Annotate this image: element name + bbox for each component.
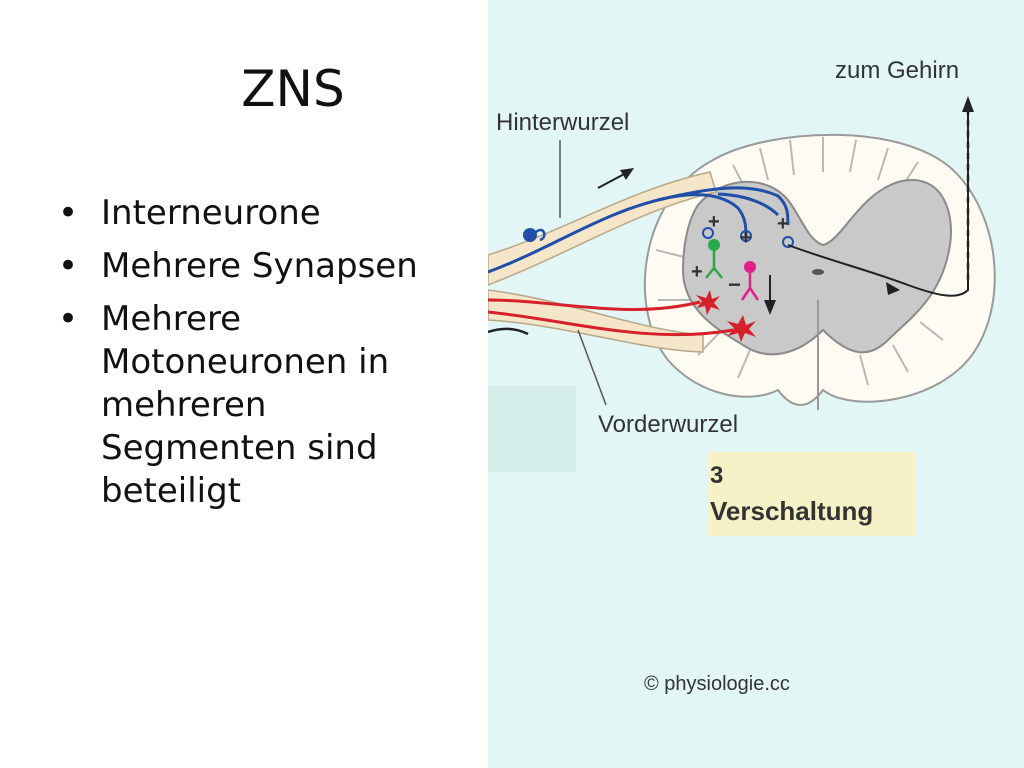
ventral-root-pointer: [577, 329, 607, 406]
motoneuron-icon: [727, 315, 756, 342]
ganglion-process: [535, 228, 546, 242]
slide-title: ZNS: [241, 60, 345, 118]
afferent-fiber: [488, 186, 790, 274]
label-to-brain: zum Gehirn: [835, 57, 959, 84]
bullet-item: • Mehrere Synapsen: [58, 245, 458, 288]
motoneuron-icon: [696, 290, 720, 315]
motoneurons: [696, 290, 756, 342]
bullet-list: • Interneurone • Mehrere Synapsen • Mehrere…: [58, 192, 458, 523]
up-arrow-icon: [962, 96, 974, 112]
caption-number: 3: [710, 462, 723, 489]
synapse-terminal: [782, 236, 794, 248]
fiber-stub: [488, 327, 529, 336]
interneuron-axon: [705, 251, 723, 279]
dorsal-ganglion-cell: [523, 228, 537, 242]
bullet-item: • Mehrere Motoneuronen in mehreren Segmen…: [58, 298, 458, 513]
caption-text: Verschaltung: [710, 496, 873, 526]
bullet-icon: •: [58, 193, 79, 233]
synapse-terminal: [740, 230, 752, 242]
excitatory-interneuron: [708, 239, 720, 251]
arrow-head-icon: [620, 168, 634, 180]
spinal-cord-figure: + + + + − zum Gehirn Hinterwurzel Vorder…: [488, 0, 1024, 768]
bullet-icon: •: [58, 299, 79, 339]
bullet-text: Interneurone: [101, 193, 321, 233]
inhibitory-interneuron: [744, 261, 756, 273]
label-dorsal-root: Hinterwurzel: [496, 109, 629, 136]
grey-matter: [681, 179, 952, 356]
bullet-text: Mehrere Synapsen: [101, 246, 418, 286]
bullet-item: • Interneurone: [58, 192, 458, 235]
inhibitory-axon: [740, 273, 760, 301]
label-ventral-root: Vorderwurzel: [598, 411, 738, 438]
ascending-tract: [787, 110, 969, 297]
text-panel: [0, 0, 488, 768]
synapse-plus: +: [777, 213, 789, 235]
spinal-cord-diagram: + + + + − zum Gehirn Hinterwurzel Vorder…: [488, 57, 996, 695]
synapse-plus: +: [708, 211, 720, 233]
bullet-icon: •: [58, 246, 79, 286]
central-canal: [812, 269, 824, 275]
caption-box: [708, 452, 916, 536]
bullet-text: Mehrere Motoneuronen in mehreren Segment…: [101, 299, 390, 511]
synapse-terminal: [702, 227, 714, 239]
efferent-fiber: [488, 310, 734, 337]
synapse-plus: +: [691, 261, 703, 283]
afferent-fiber-branch: [657, 193, 748, 237]
inset-box: [488, 386, 576, 472]
tract-arrow-icon: [886, 282, 900, 295]
copyright-text: © physiologie.cc: [644, 673, 790, 695]
efferent-fiber: [488, 298, 701, 311]
synapse-plus: +: [740, 227, 752, 249]
down-arrow-icon: [764, 300, 776, 315]
afferent-fiber-branch: [717, 192, 780, 217]
synapse-minus: −: [728, 272, 741, 297]
